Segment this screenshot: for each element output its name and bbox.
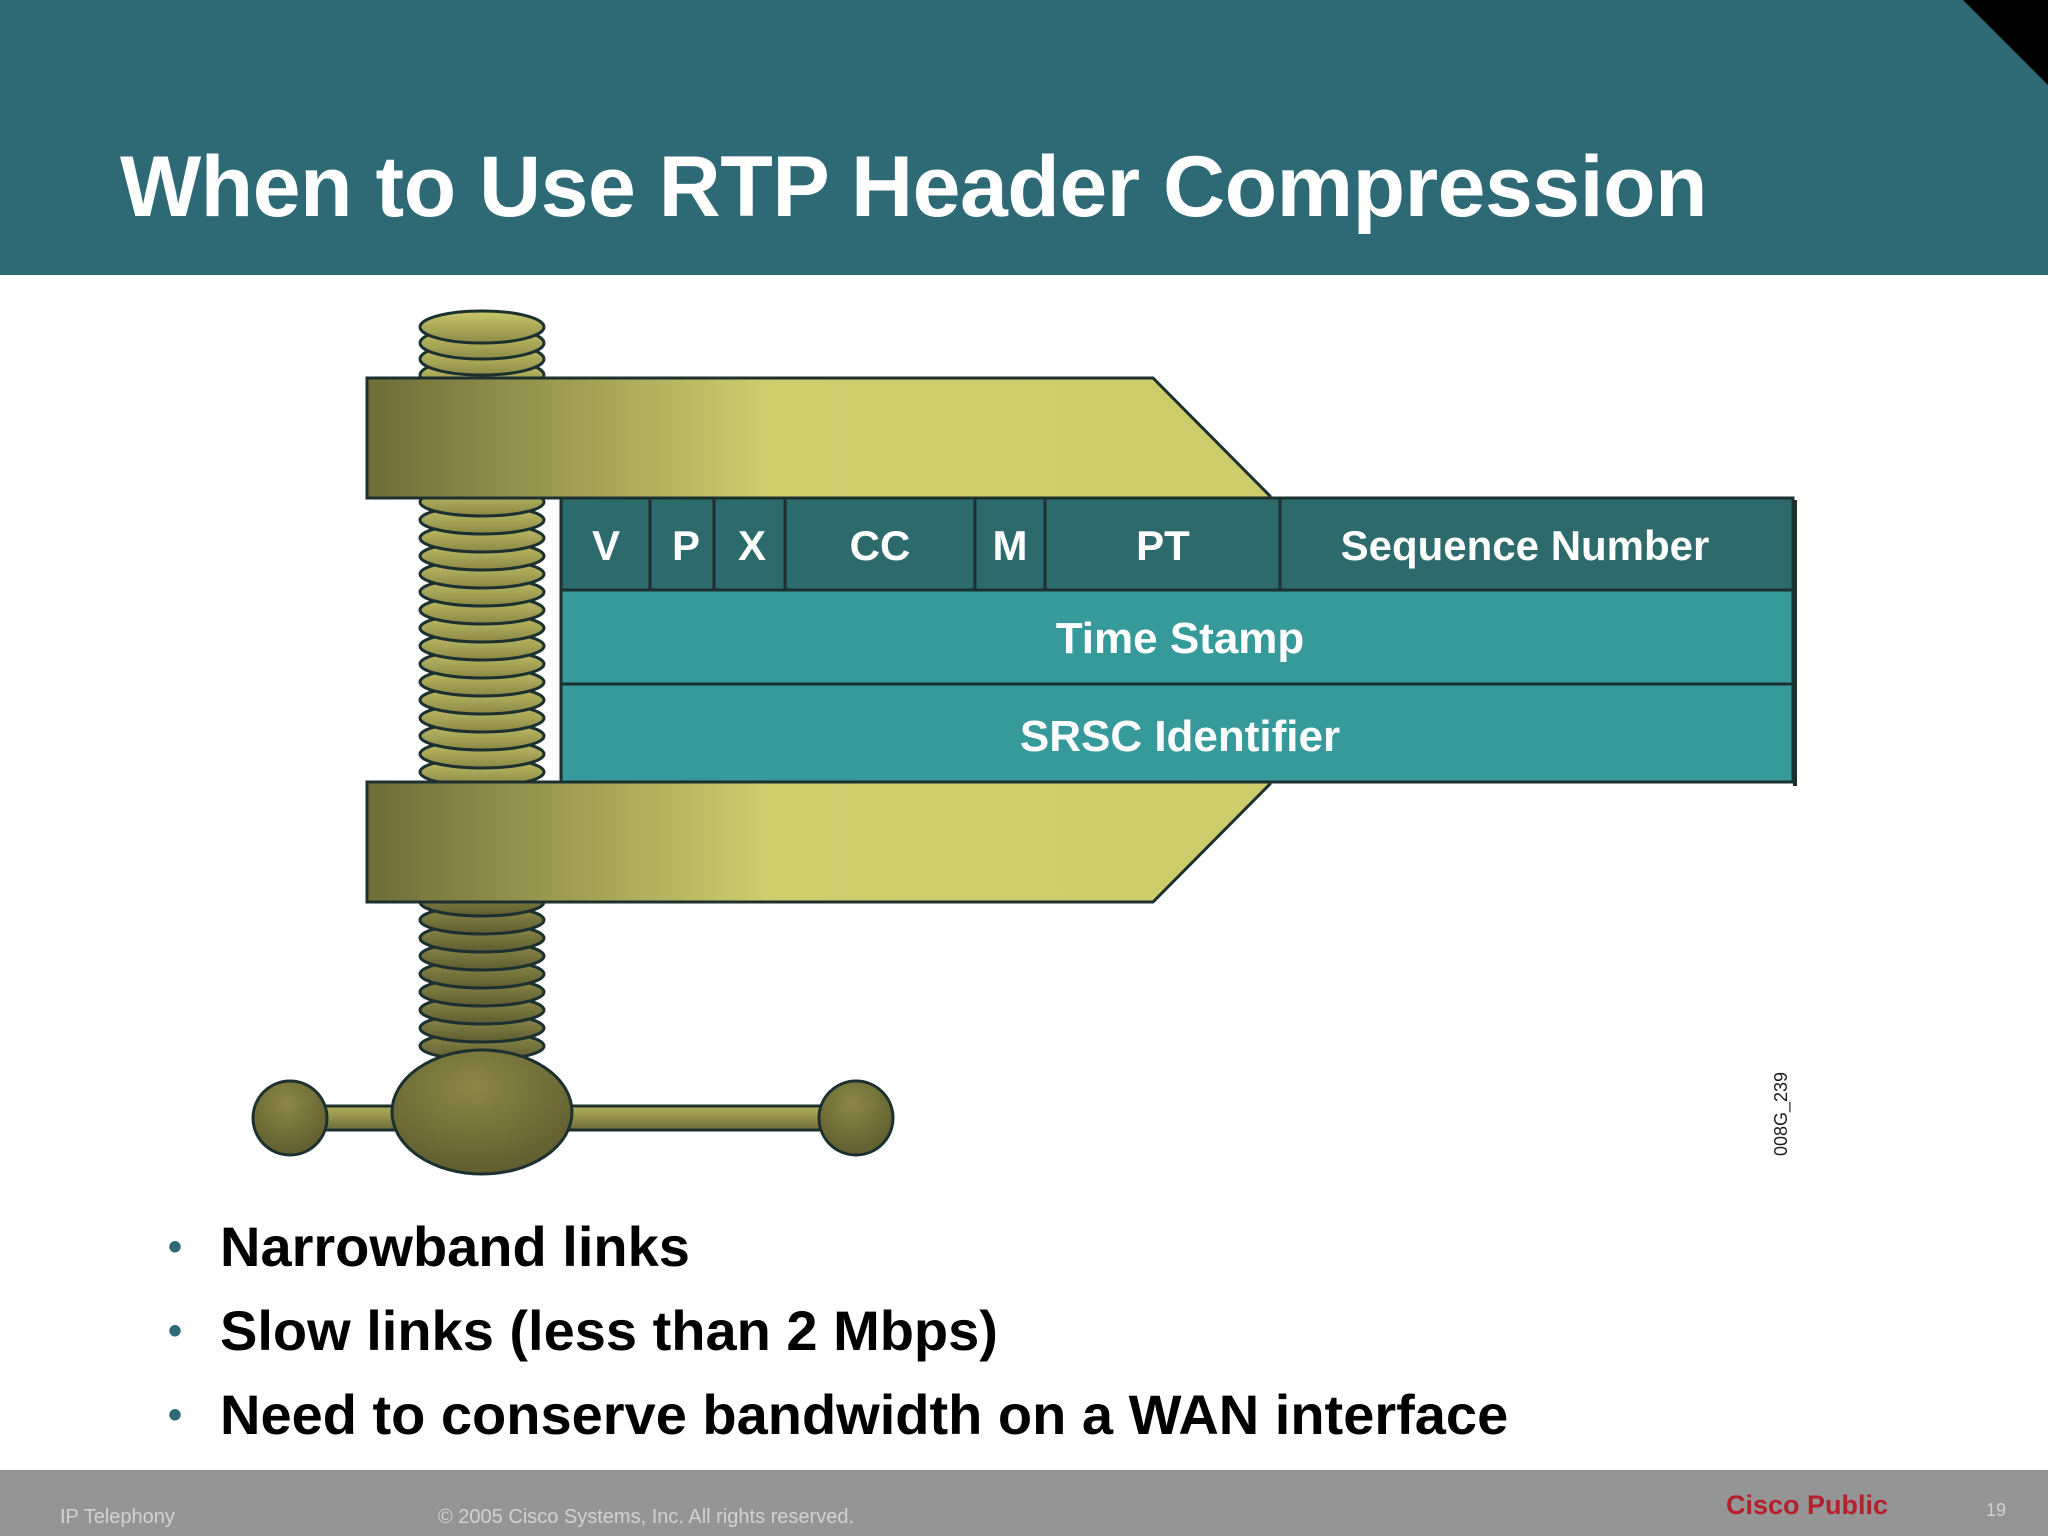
footer-course-name: IP Telephony xyxy=(60,1506,175,1528)
screw-lower xyxy=(418,886,546,1062)
bullet-text: Need to conserve bandwidth on a WAN inte… xyxy=(220,1383,1509,1446)
footer-page-number: 19 xyxy=(1986,1500,2007,1520)
bullet-item: • Slow links (less than 2 Mbps) xyxy=(160,1289,1508,1373)
screw-middle xyxy=(418,486,546,788)
clamp-lower-jaw xyxy=(365,780,1272,904)
footer-classification: Cisco Public xyxy=(1726,1490,1889,1520)
bullet-dot: • xyxy=(168,1393,183,1437)
footer-copyright: © 2005 Cisco Systems, Inc. All rights re… xyxy=(438,1506,855,1528)
corner-fold-decoration xyxy=(1963,0,2048,85)
field-p: P xyxy=(672,522,700,569)
bullet-dot: • xyxy=(168,1309,183,1353)
slide-title: When to Use RTP Header Compression xyxy=(120,139,1708,235)
field-time-stamp: Time Stamp xyxy=(1056,614,1305,663)
field-x: X xyxy=(738,522,766,569)
clamp-upper-jaw xyxy=(365,376,1272,500)
field-cc: CC xyxy=(850,522,911,569)
field-m: M xyxy=(993,522,1028,569)
field-sequence-number: Sequence Number xyxy=(1341,522,1710,569)
figure-code: 008G_239 xyxy=(1771,1072,1792,1156)
bullet-item: • Need to conserve bandwidth on a WAN in… xyxy=(160,1373,1508,1457)
bullet-item: • Narrowband links xyxy=(160,1205,1508,1289)
field-v: V xyxy=(592,522,620,569)
bullet-dot: • xyxy=(168,1225,183,1269)
footer-band xyxy=(0,1470,2048,1536)
rtp-header-block: V P X CC M PT Sequence Number Time Stamp… xyxy=(559,496,1797,786)
bullet-text: Slow links (less than 2 Mbps) xyxy=(220,1299,998,1362)
bullet-list: • Narrowband links • Slow links (less th… xyxy=(160,1205,1508,1457)
field-srsc-identifier: SRSC Identifier xyxy=(1020,712,1340,761)
clamp-knob-center xyxy=(390,1048,574,1176)
bullet-text: Narrowband links xyxy=(220,1215,690,1278)
field-pt: PT xyxy=(1136,522,1190,569)
title-band xyxy=(0,0,2048,275)
